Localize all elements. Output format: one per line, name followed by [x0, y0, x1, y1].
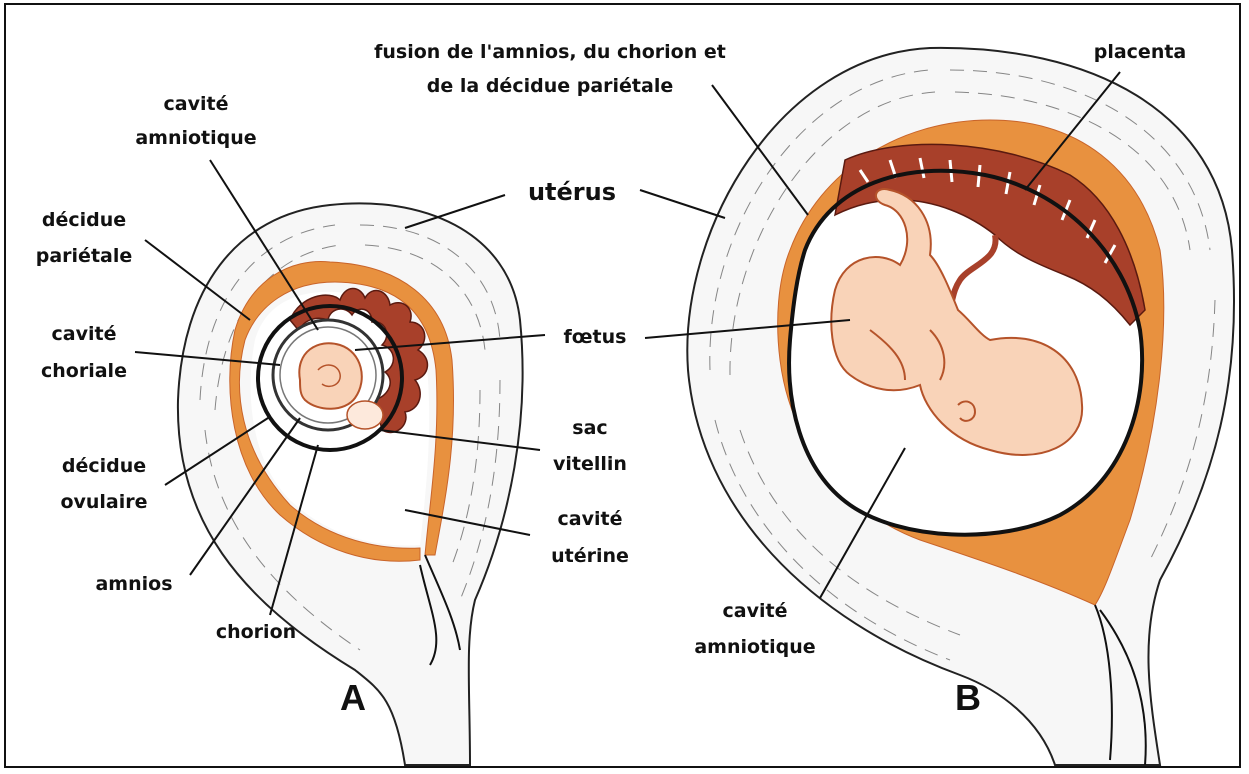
- label-fusion-line2: de la décidue pariétale: [427, 75, 673, 97]
- label-uterus: utérus: [528, 178, 616, 206]
- label-cavite-choriale-1: cavité: [52, 323, 117, 345]
- label-placenta: placenta: [1094, 41, 1187, 63]
- leader-uterus-b: [640, 190, 725, 218]
- label-cavite-amniotique-b-1: cavité: [723, 600, 788, 622]
- embryo-a: [299, 343, 361, 409]
- label-foetus: fœtus: [564, 326, 627, 348]
- label-cavite-uterine-2: utérine: [551, 545, 629, 567]
- label-decidue-ovulaire-2: ovulaire: [60, 491, 147, 513]
- label-cavite-amniotique-a-1: cavité: [164, 93, 229, 115]
- label-panel-b: B: [955, 677, 981, 718]
- label-sac-vitellin-1: sac: [572, 417, 607, 439]
- yolk-sac-a: [347, 401, 383, 429]
- label-cavite-amniotique-a-2: amniotique: [135, 127, 256, 149]
- label-fusion-line1: fusion de l'amnios, du chorion et: [374, 41, 726, 63]
- label-chorion: chorion: [216, 621, 296, 643]
- label-panel-a: A: [340, 677, 366, 718]
- label-cavite-amniotique-b-2: amniotique: [694, 636, 815, 658]
- label-cavite-uterine-1: cavité: [558, 508, 623, 530]
- label-amnios: amnios: [95, 573, 172, 595]
- label-decidue-ovulaire-1: décidue: [62, 455, 146, 477]
- label-cavite-choriale-2: choriale: [41, 360, 127, 382]
- label-decidue-parietale-2: pariétale: [36, 245, 133, 267]
- label-sac-vitellin-2: vitellin: [553, 453, 627, 475]
- label-decidue-parietale-1: décidue: [42, 209, 126, 231]
